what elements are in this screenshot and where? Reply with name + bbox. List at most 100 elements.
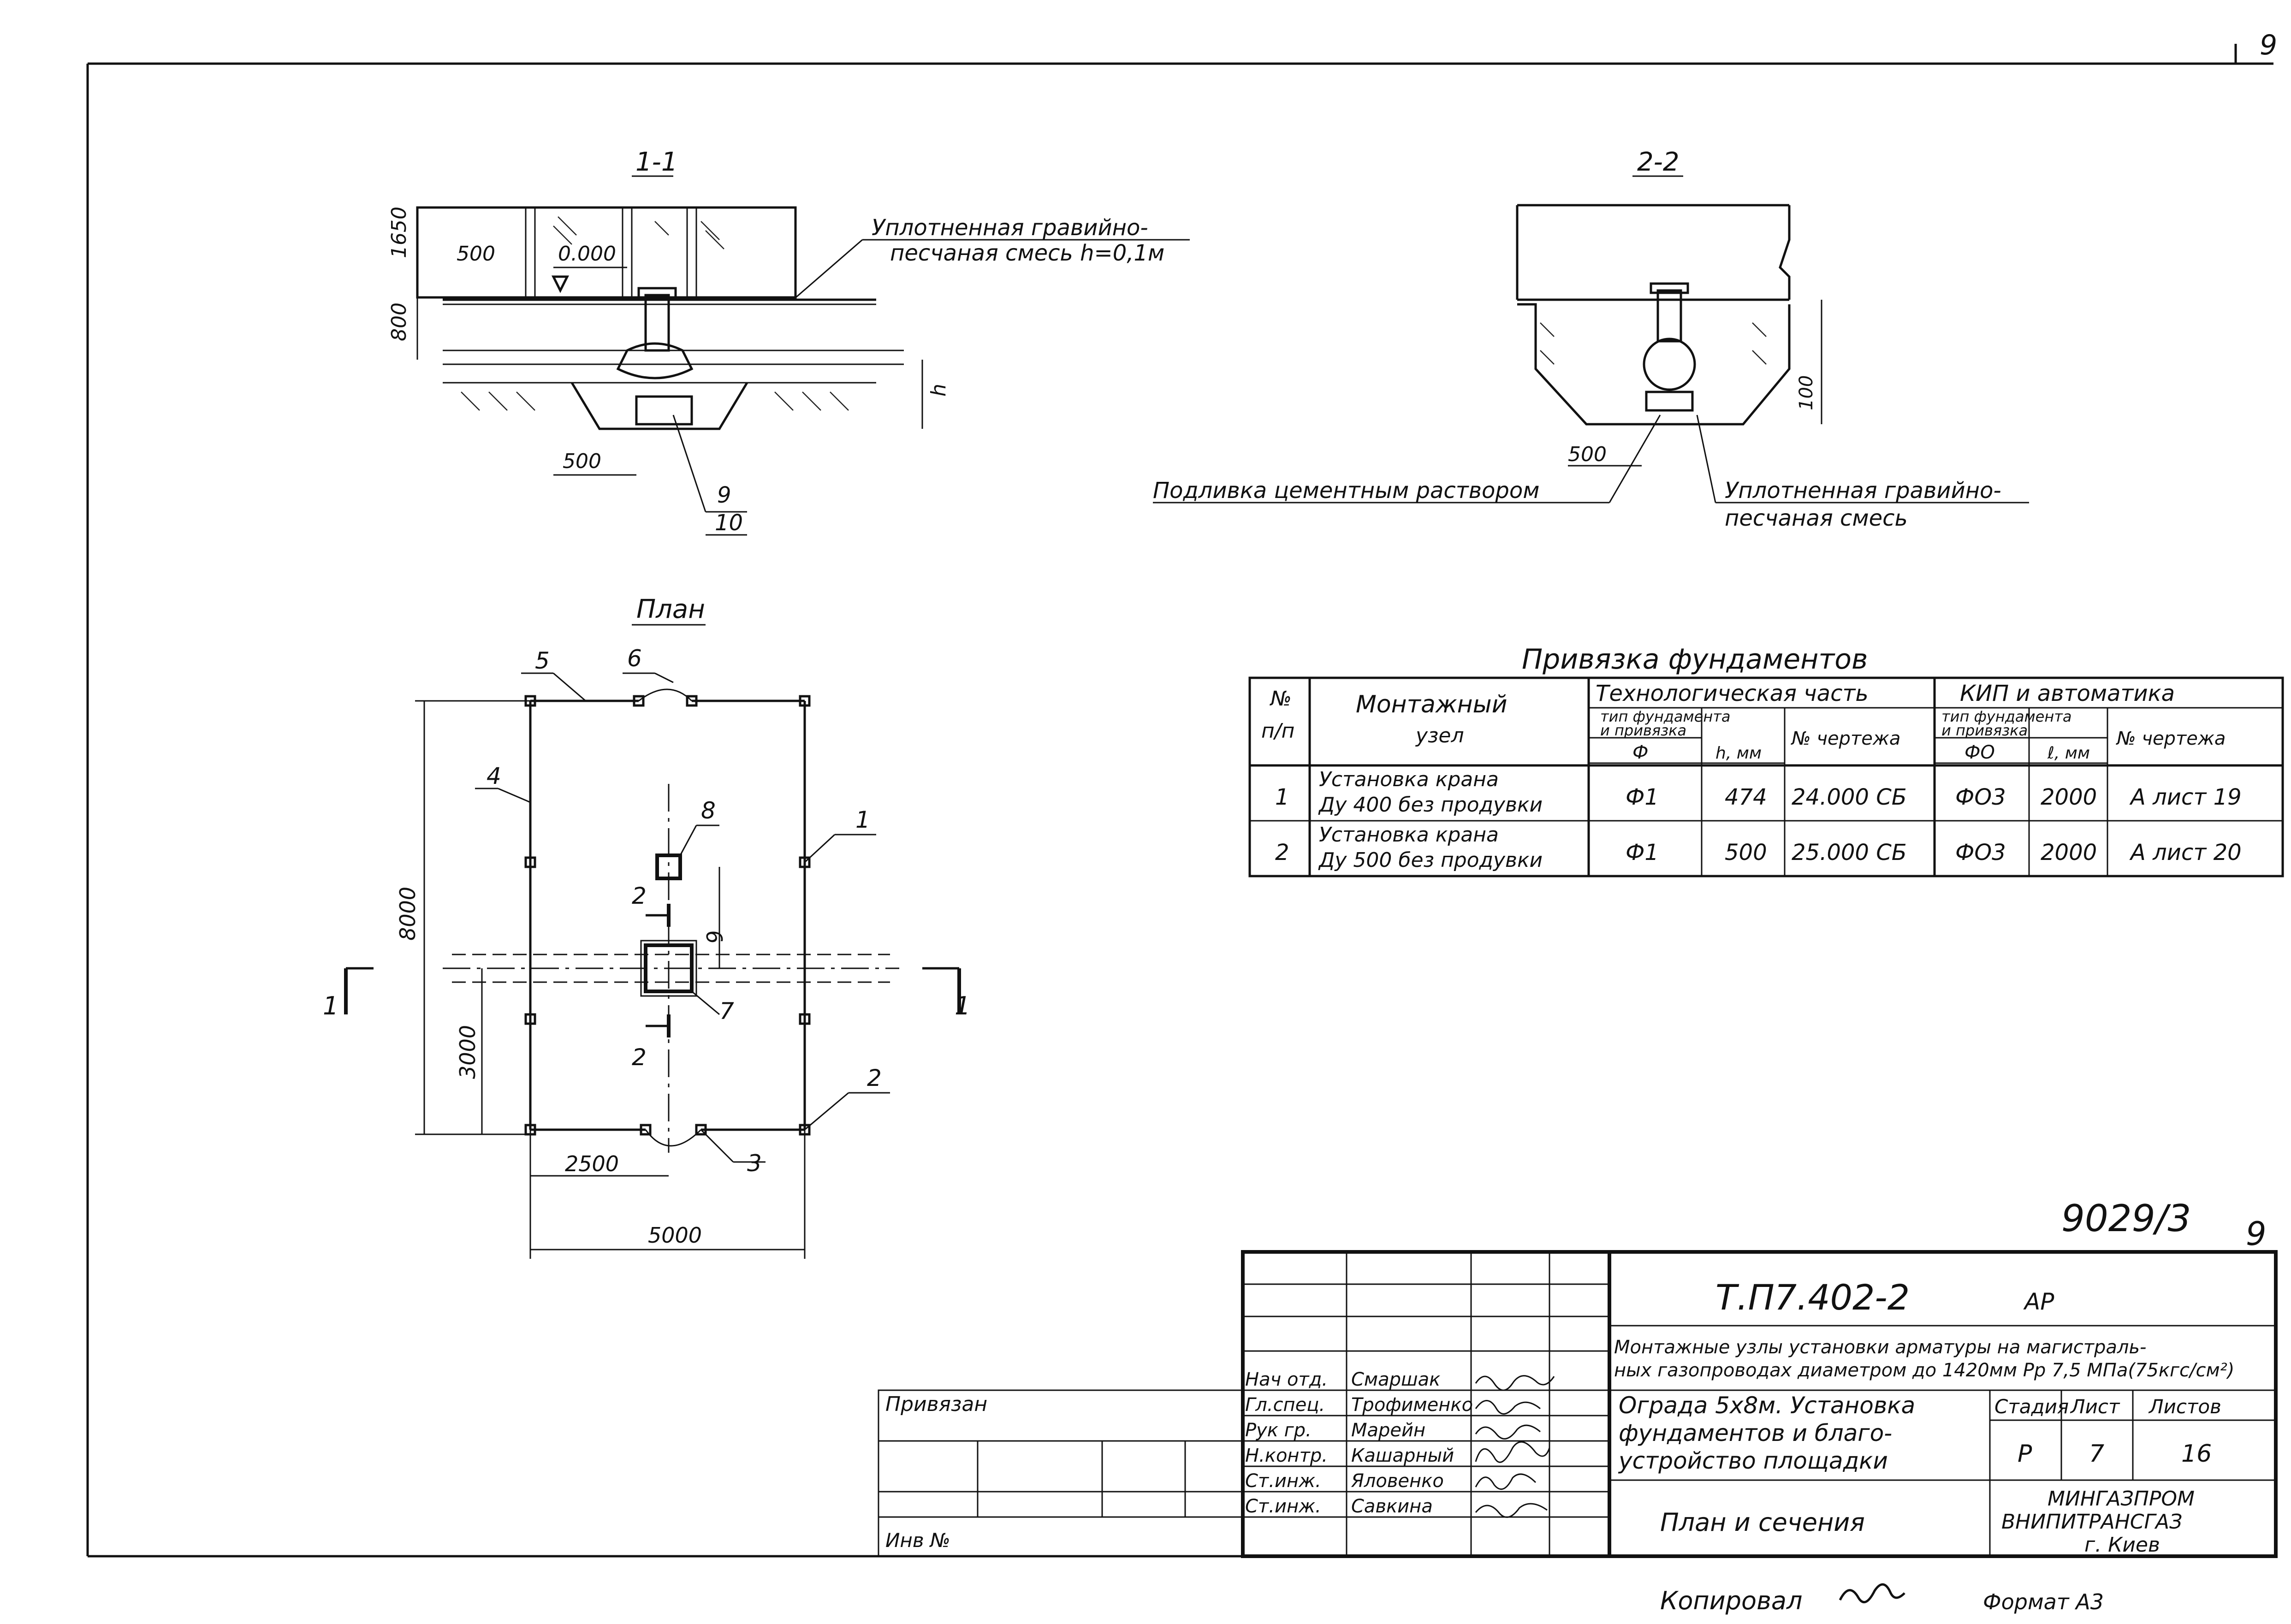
- row2-kip-drawing: А лист 20: [2129, 840, 2242, 865]
- section-1-1-note-line2: песчаная смесь h=0,1м: [890, 240, 1164, 266]
- section-2-2-note-right-line2: песчаная смесь: [1725, 505, 1908, 531]
- section-2-2-title: 2-2: [1637, 147, 1679, 177]
- th-tech-type-1: тип фундамента: [1600, 708, 1730, 725]
- section-2-2-note-right-line1: Уплотненная гравийно-: [1725, 478, 2001, 504]
- plan-section-mark-2-top: 2: [632, 883, 647, 909]
- plan-callout-5: 5: [535, 647, 550, 674]
- dim-500-top: 500: [457, 242, 495, 266]
- stage-label: Стадия: [1994, 1395, 2069, 1418]
- title-block: Привязан Инв № Нач отд. Гл.спец. Рук гр.…: [878, 1250, 2278, 1558]
- dim-800: 800: [387, 302, 411, 341]
- plan-title: План: [636, 594, 705, 624]
- table-row: 1 Установка крана Ду 400 без продувки Ф1…: [1275, 768, 2242, 817]
- th-kip-fo: ФО: [1965, 742, 1995, 763]
- sheets-label: Листов: [2148, 1395, 2221, 1418]
- dim-1650: 1650: [387, 207, 411, 258]
- th-node-2: узел: [1415, 724, 1464, 747]
- subject-line2: фундаментов и благо-: [1619, 1420, 1892, 1446]
- description-line1: Монтажные узлы установки арматуры на маг…: [1614, 1337, 2147, 1358]
- copier-signature: [1839, 1583, 1905, 1604]
- subject-line1: Ограда 5х8м. Установка: [1619, 1392, 1915, 1419]
- doc-number: 9029/3: [2061, 1197, 2191, 1240]
- dim-8000: 8000: [395, 887, 420, 941]
- th-kip-drawing: № чертежа: [2116, 728, 2226, 749]
- th-tech: Технологическая часть: [1596, 681, 1869, 706]
- footer-format: Формат А3: [1983, 1589, 2104, 1614]
- row1-drawing: 24.000 СБ: [1792, 784, 1907, 810]
- row1-node-1: Установка крана: [1319, 768, 1499, 791]
- section-1-1: 1-1 1650 800 500 0.000 500: [387, 147, 1190, 536]
- dim-500-bottom: 500: [563, 450, 601, 473]
- name-1: Трофименко: [1351, 1394, 1473, 1416]
- row1-phi: Ф1: [1626, 784, 1659, 810]
- dim-5000: 5000: [648, 1223, 702, 1248]
- doc-number-suffix: 9: [2246, 1215, 2267, 1253]
- th-kip: КИП и автоматика: [1960, 681, 2175, 706]
- name-5: Савкина: [1351, 1496, 1433, 1517]
- role-0: Нач отд.: [1245, 1369, 1328, 1390]
- th-kip-type-2: и привязка: [1941, 722, 2028, 739]
- th-tech-type-2: и привязка: [1600, 722, 1686, 739]
- dim-500-2-2: 500: [1568, 443, 1607, 466]
- project-code: Т.П7.402-2: [1715, 1277, 1910, 1318]
- name-0: Смаршак: [1351, 1369, 1440, 1390]
- row1-h: 474: [1725, 784, 1767, 810]
- signatures: [1475, 1375, 1555, 1518]
- row1-kip-drawing: А лист 19: [2129, 784, 2242, 810]
- stage-value: Р: [2018, 1440, 2032, 1468]
- th-num-2: п/п: [1261, 719, 1294, 743]
- name-4: Яловенко: [1351, 1470, 1444, 1492]
- plan-view: План 2: [323, 594, 970, 1259]
- plan-section-mark-1-right: 1: [955, 991, 970, 1020]
- level-mark: 0.000: [558, 242, 616, 266]
- sheet-corner-number: 9: [2260, 29, 2277, 61]
- section-2-2: 2-2 100 500 Подливка цементным раствором…: [1153, 147, 2029, 531]
- sheet-label: Лист: [2070, 1395, 2120, 1418]
- role-1: Гл.спец.: [1245, 1394, 1325, 1416]
- row2-node-1: Установка крана: [1319, 823, 1499, 847]
- row1-fo: ФО3: [1955, 784, 2006, 810]
- inv-label: Инв №: [885, 1529, 950, 1552]
- role-2: Рук гр.: [1245, 1420, 1312, 1441]
- row2-l: 2000: [2041, 840, 2097, 865]
- name-3: Кашарный: [1351, 1445, 1454, 1466]
- section-1-1-title: 1-1: [635, 147, 677, 177]
- row2-node-2: Ду 500 без продувки: [1318, 848, 1543, 872]
- role-5: Ст.инж.: [1245, 1496, 1321, 1517]
- section-2-2-note-left: Подливка цементным раствором: [1153, 478, 1539, 504]
- project-code-suffix: АР: [2023, 1288, 2054, 1315]
- footer-copied: Копировал: [1660, 1586, 1803, 1615]
- dim-2500: 2500: [565, 1151, 619, 1176]
- th-tech-drawing: № чертежа: [1791, 728, 1900, 749]
- row1-num: 1: [1275, 784, 1289, 810]
- dim-l: 6: [700, 928, 727, 946]
- plan-callout-4: 4: [487, 763, 501, 789]
- role-3: Н.контр.: [1245, 1445, 1328, 1466]
- subject-line3: устройство площадки: [1618, 1447, 1888, 1474]
- row2-drawing: 25.000 СБ: [1792, 840, 1907, 865]
- table-row: 2 Установка крана Ду 500 без продувки Ф1…: [1275, 823, 2242, 872]
- plan-section-mark-1-left: 1: [323, 991, 338, 1020]
- row1-l: 2000: [2041, 784, 2097, 810]
- plan-callout-6: 6: [627, 645, 642, 672]
- linked-label: Привязан: [885, 1393, 987, 1416]
- foundation-table: Привязка фундаментов № п/п Монтажный узе…: [1248, 643, 2284, 877]
- plan-section-mark-2-bottom: 2: [632, 1044, 647, 1071]
- org-line3: г. Киев: [2084, 1533, 2160, 1557]
- sheets-value: 16: [2181, 1440, 2212, 1468]
- row1-node-2: Ду 400 без продувки: [1318, 793, 1543, 817]
- dim-3000: 3000: [455, 1025, 480, 1079]
- th-node-1: Монтажный: [1356, 691, 1508, 718]
- plan-callout-2: 2: [867, 1065, 882, 1091]
- sheet-title: План и сечения: [1660, 1508, 1865, 1537]
- th-kip-l: ℓ, мм: [2047, 744, 2090, 763]
- th-num-1: №: [1269, 687, 1292, 711]
- th-tech-phi: Ф: [1632, 742, 1648, 763]
- org-line2: ВНИПИТРАНСГАЗ: [2001, 1510, 2182, 1534]
- row2-num: 2: [1275, 840, 1289, 865]
- org-line1: МИНГАЗПРОМ: [2048, 1487, 2195, 1511]
- sheet-frame: 9: [86, 29, 2277, 1558]
- dim-h: h: [927, 384, 950, 397]
- footer: Копировал Формат А3: [1660, 1583, 2104, 1615]
